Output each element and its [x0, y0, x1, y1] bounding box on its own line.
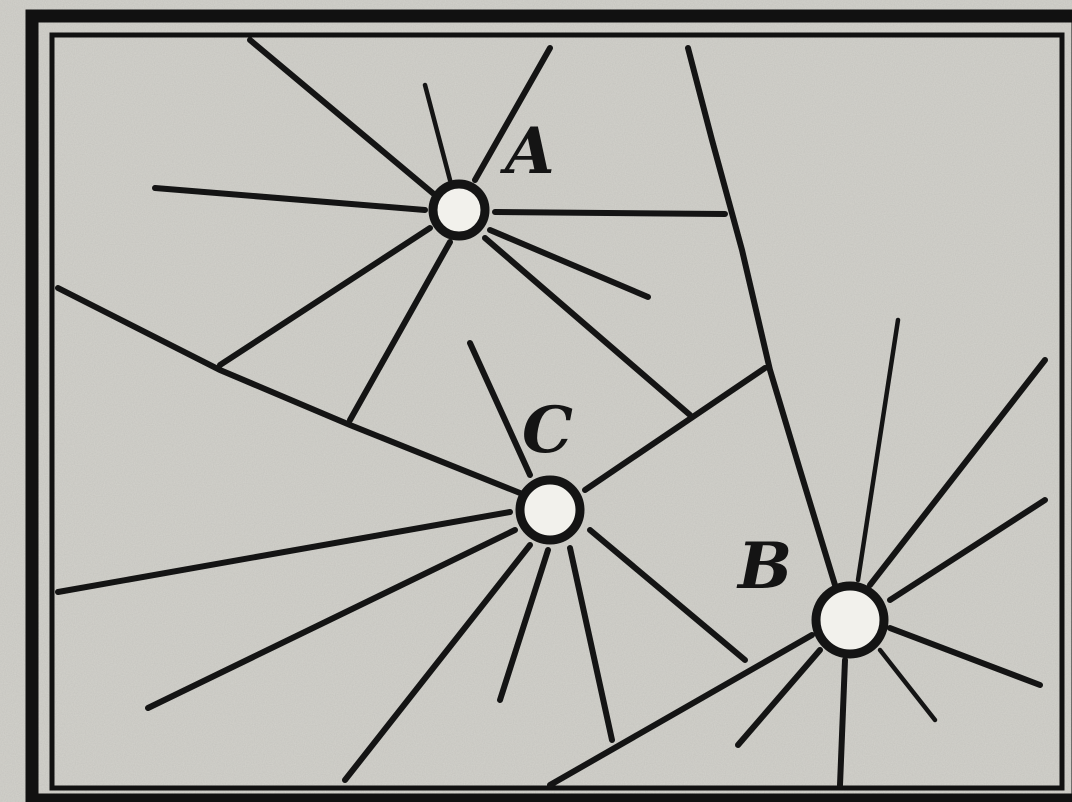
hole-label-c: C	[522, 393, 573, 468]
hole-c	[520, 480, 580, 540]
hole-a	[433, 184, 485, 236]
hole-b	[816, 586, 884, 654]
hole-label-a: A	[500, 114, 555, 189]
hole-label-b: B	[736, 529, 792, 604]
crack-a-right	[495, 212, 725, 214]
